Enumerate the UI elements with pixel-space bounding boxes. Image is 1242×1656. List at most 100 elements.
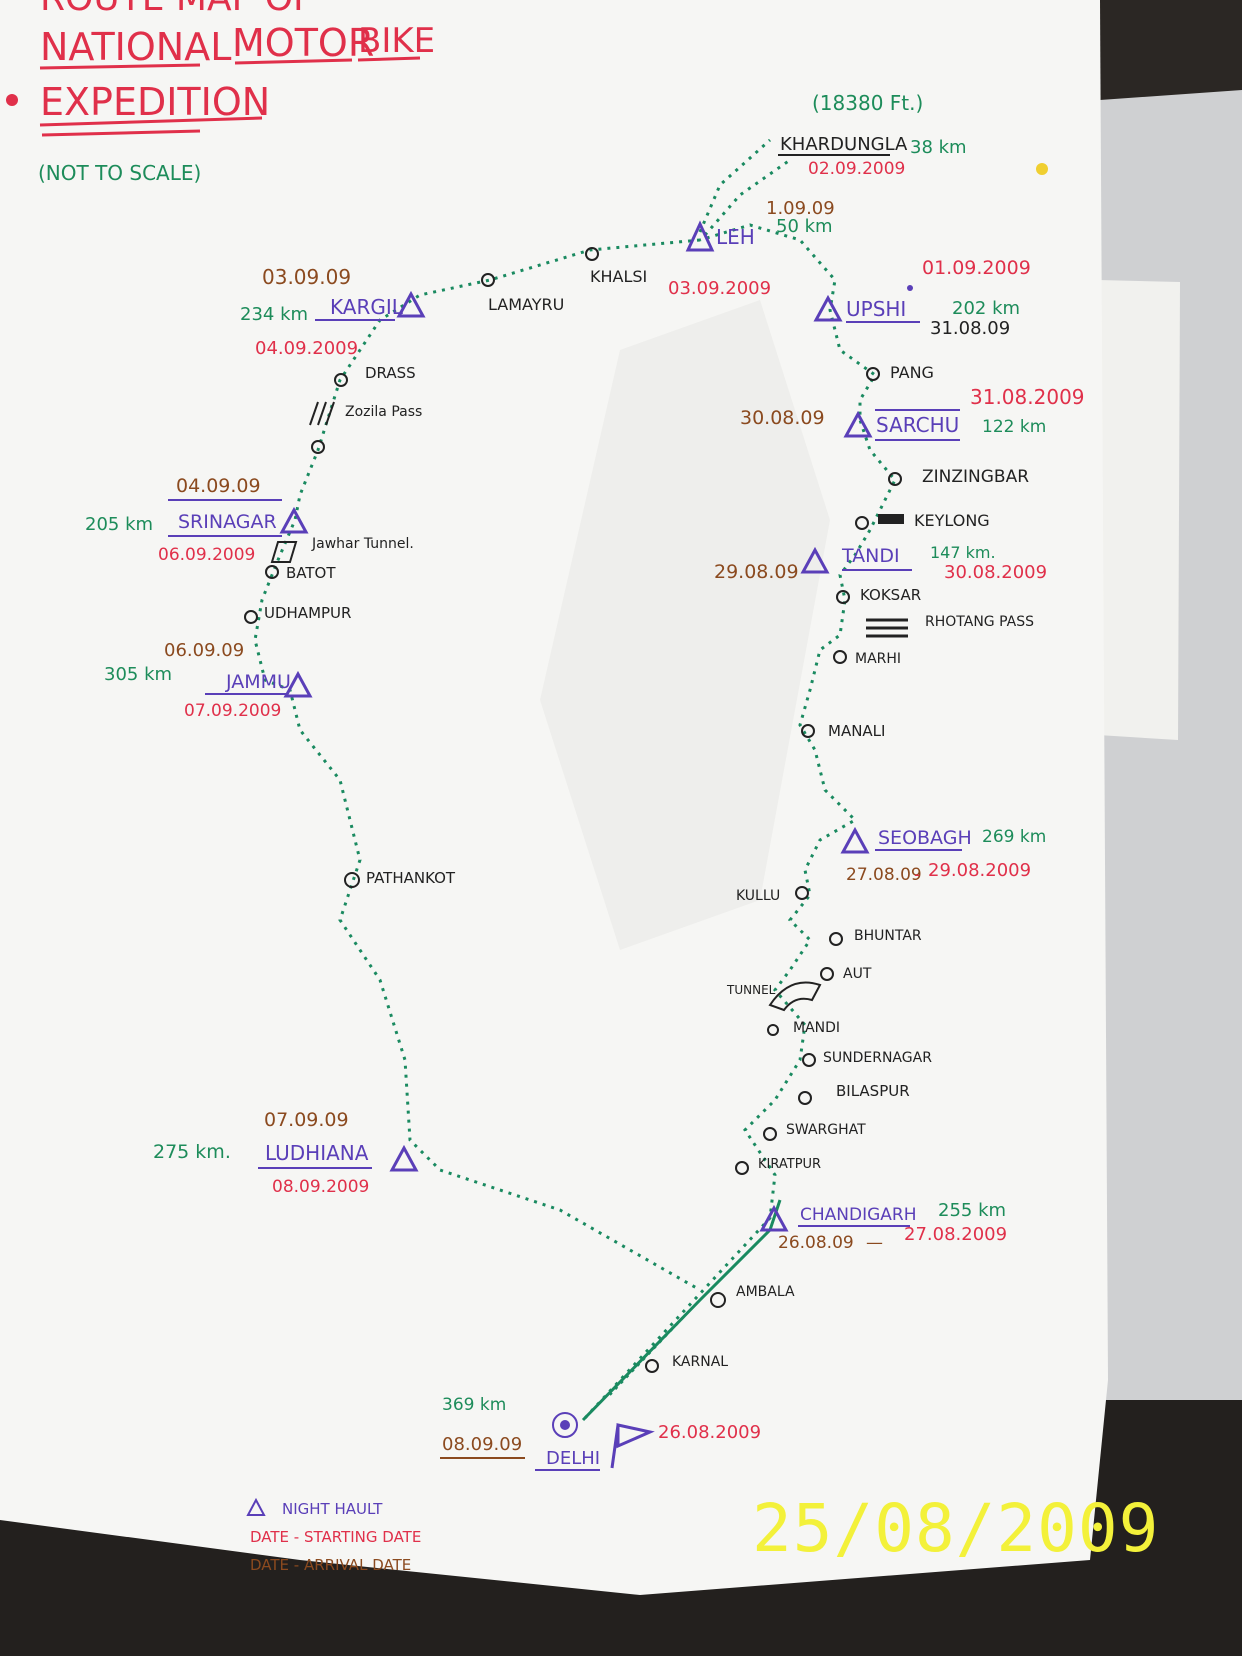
keylong-label: KEYLONG — [914, 511, 990, 530]
seobagh-distance: 269 km — [982, 827, 1046, 847]
tandi-start-date: 30.08.2009 — [944, 562, 1047, 583]
stop-markers — [244, 247, 902, 1373]
title-line-2b: MOTOR — [232, 21, 374, 65]
sarchu-arrival-date: 30.08.09 — [740, 407, 825, 429]
khalsi-label: KHALSI — [590, 267, 647, 286]
sarchu-label: SARCHU — [876, 413, 959, 437]
photo-date-stamp: 25/08/2009 — [752, 1490, 1160, 1567]
manali-label: MANALI — [828, 722, 885, 740]
karnal-marker — [645, 1359, 659, 1373]
night-halt-triangles — [279, 220, 873, 1232]
udhampur-marker — [244, 610, 258, 624]
jammu-start-date: 07.09.2009 — [184, 701, 281, 721]
route-lines — [253, 138, 897, 1422]
legend-triangle-icon — [246, 1497, 266, 1516]
zozila-marker — [311, 440, 325, 454]
chandigarh-triangle — [759, 1204, 789, 1232]
bhuntar-label: BHUNTAR — [854, 928, 922, 944]
labels-kashmir: 04.09.09 205 km SRINAGAR 06.09.2009 Jawh… — [85, 475, 456, 887]
khalsi-marker — [585, 247, 599, 261]
map-symbols — [270, 163, 1048, 1469]
title-line-1: ROUTE MAP OF — [40, 0, 314, 19]
jawhar-tunnel-icon — [270, 541, 298, 563]
kargil-label: KARGIL — [330, 295, 404, 319]
route-delhi-return — [609, 1299, 701, 1396]
leh-arrival-date: 1.09.09 — [766, 198, 835, 219]
mandi-label: MANDI — [793, 1020, 840, 1036]
kargil-distance: 234 km — [240, 304, 308, 325]
batot-label: BATOT — [286, 564, 336, 582]
ambala-marker — [710, 1292, 726, 1308]
ludhiana-arrival-date: 07.09.09 — [264, 1109, 349, 1131]
legend-night-halt: NIGHT HAULT — [282, 1500, 383, 1518]
tunnel-icon — [768, 981, 822, 1012]
swarghat-marker — [763, 1127, 777, 1141]
pathankot-label: PATHANKOT — [366, 869, 456, 887]
paper-glare — [540, 300, 830, 950]
kargil-arrival-date: 03.09.09 — [262, 265, 351, 289]
khardungla-altitude: (18380 Ft.) — [812, 91, 923, 115]
tandi-triangle — [800, 546, 830, 574]
delhi-arrival-date: 08.09.09 — [442, 1434, 522, 1455]
pathankot-marker — [344, 872, 360, 888]
not-to-scale-note: (NOT TO SCALE) — [38, 161, 201, 185]
leh-start-date: 03.09.2009 — [668, 278, 771, 299]
seobagh-dash: - — [914, 865, 920, 885]
khardungla-label: KHARDUNGLA — [780, 134, 908, 155]
jammu-label: JAMMU — [225, 671, 291, 693]
seobagh-start-date: 29.08.2009 — [928, 860, 1031, 881]
seobagh-arrival-date: 27.08.09 — [846, 865, 922, 885]
upshi-triangle — [813, 294, 843, 322]
kargil-start-date: 04.09.2009 — [255, 338, 358, 359]
khardungla-start-date: 02.09.2009 — [808, 159, 905, 179]
bilaspur-label: BILASPUR — [836, 1082, 910, 1100]
upshi-label: UPSHI — [846, 297, 906, 321]
lamayru-marker — [481, 273, 495, 287]
jammu-arrival-date: 06.09.09 — [164, 640, 244, 661]
labels-ladakh: (18380 Ft.) KHARDUNGLA 38 km 02.09.2009 … — [240, 91, 967, 420]
leh-triangle — [685, 220, 715, 252]
srinagar-label: SRINAGAR — [178, 511, 277, 533]
labels-himachal: 01.09.2009 UPSHI 202 km 31.08.09 PANG 31… — [714, 257, 1085, 1253]
leh-distance: 50 km — [776, 216, 833, 237]
kiratpur-label: KIRATPUR — [758, 1157, 821, 1172]
pang-label: PANG — [890, 363, 934, 382]
sundernagar-marker — [802, 1053, 816, 1067]
pang-marker — [866, 367, 880, 381]
chandigarh-start-date: 27.08.2009 — [904, 1224, 1007, 1245]
drass-marker — [334, 373, 348, 387]
ludhiana-label: LUDHIANA — [265, 1141, 369, 1165]
tandi-label: TANDI — [841, 545, 900, 567]
title-line-3: EXPEDITION — [40, 80, 270, 124]
kullu-marker — [795, 886, 809, 900]
delhi-icon — [552, 1412, 578, 1438]
labels-punjab-delhi: 07.09.09 275 km. LUDHIANA 08.09.2009 369… — [153, 1109, 795, 1471]
srinagar-start-date: 06.09.2009 — [158, 545, 255, 565]
bhuntar-marker — [829, 932, 843, 946]
drass-label: DRASS — [365, 364, 416, 382]
swarghat-label: SWARGHAT — [786, 1122, 866, 1138]
tunnel-label: TUNNEL — [726, 983, 776, 997]
zinzingbar-label: ZINZINGBAR — [922, 467, 1029, 487]
delhi-label: DELHI — [546, 1448, 600, 1469]
chandigarh-label: CHANDIGARH — [800, 1205, 917, 1225]
keylong-marker — [855, 516, 869, 530]
pushpin-icon — [1036, 163, 1048, 175]
ludhiana-distance: 275 km. — [153, 1141, 231, 1163]
upshi-start-date: 01.09.2009 — [922, 257, 1031, 279]
manali-marker — [801, 724, 815, 738]
karnal-label: KARNAL — [672, 1354, 728, 1370]
batot-marker — [265, 565, 279, 579]
ludhiana-start-date: 08.09.2009 — [272, 1177, 369, 1197]
jammu-triangle — [283, 670, 313, 698]
udhampur-label: UDHAMPUR — [264, 604, 351, 622]
khardungla-distance: 38 km — [910, 137, 967, 158]
route-west — [253, 238, 701, 1292]
pinned-notice — [1098, 280, 1180, 740]
sarchu-start-date: 31.08.2009 — [970, 385, 1085, 409]
ambala-label: AMBALA — [736, 1284, 795, 1300]
rhotang-pass-icon — [866, 618, 908, 638]
sarchu-distance: 122 km — [982, 417, 1046, 437]
kullu-label: KULLU — [736, 888, 780, 904]
